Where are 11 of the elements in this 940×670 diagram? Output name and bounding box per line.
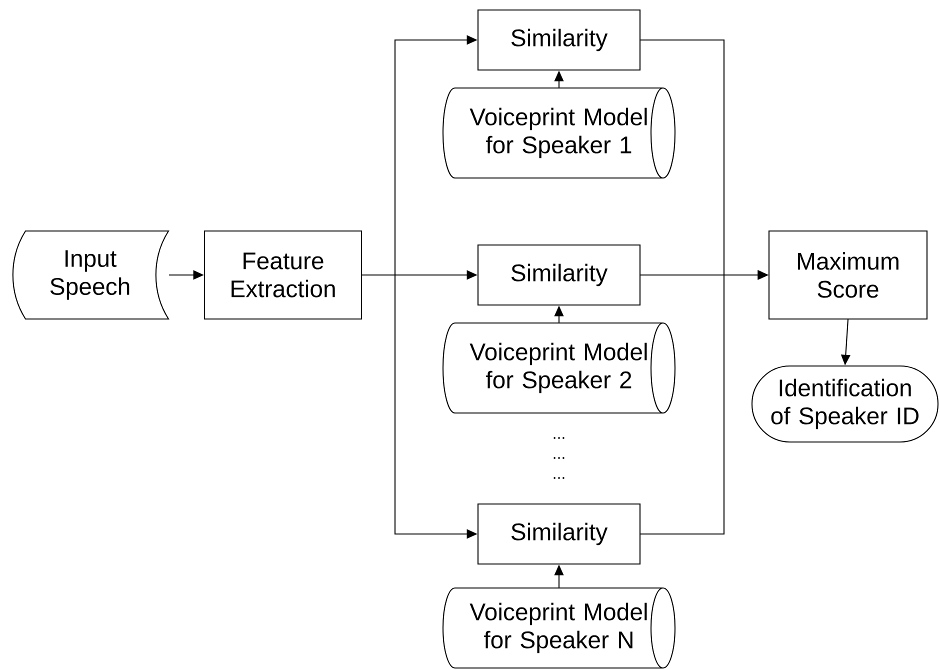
process-box: Similarity xyxy=(477,503,641,565)
process-box: Similarity xyxy=(477,244,641,306)
ellipsis-label: ... xyxy=(554,437,564,439)
ellipsis-label: ... xyxy=(554,457,564,459)
storage-cylinder: Voiceprint Model for Speaker 2 xyxy=(442,322,676,414)
process-box: Similarity xyxy=(477,9,641,71)
storage-cylinder: Voiceprint Model for Speaker N xyxy=(442,587,676,669)
ellipsis-label: ... xyxy=(554,477,564,479)
process-box: Maximum Score xyxy=(768,230,928,320)
process-box: Feature Extraction xyxy=(204,230,362,320)
storage-cylinder: Voiceprint Model for Speaker 1 xyxy=(442,87,676,179)
